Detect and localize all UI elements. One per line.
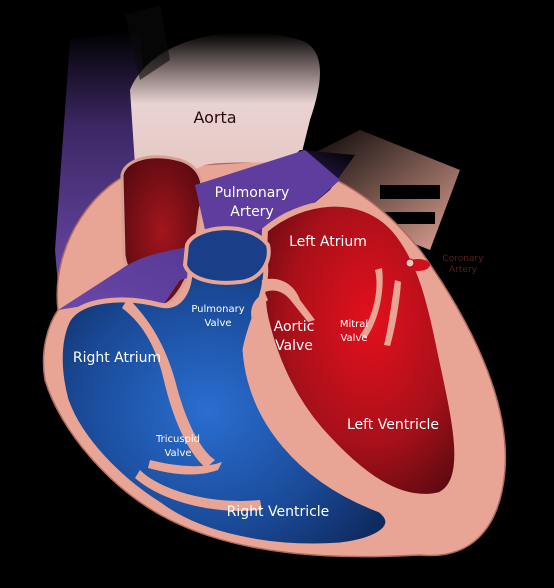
label-left-ventricle: Left Ventricle — [347, 417, 439, 433]
label-aorta: Aorta — [193, 108, 236, 127]
label-pulmonary-artery-line2: Artery — [230, 204, 273, 220]
mitral-valve — [360, 268, 383, 338]
label-coronary-artery-line1: Coronary — [442, 254, 484, 264]
label-right-ventricle: Right Ventricle — [227, 504, 330, 520]
pulmonary-trunk — [195, 150, 340, 235]
coronary-artery-marker — [405, 258, 430, 271]
right-ventricle-lower-wall — [135, 470, 262, 511]
right-divider-wall — [122, 298, 215, 468]
vein-gap-2 — [385, 212, 435, 224]
label-mitral-valve-line2: Valve — [340, 333, 367, 344]
label-pulmonary-valve-line2: Valve — [204, 318, 231, 329]
aorta-left-branch — [125, 5, 170, 80]
label-mitral-valve-line1: Mitral — [340, 319, 368, 330]
label-left-atrium: Left Atrium — [289, 234, 367, 250]
label-pulmonary-valve-line1: Pulmonary — [191, 304, 244, 315]
left-heart-chamber — [258, 200, 461, 500]
label-aortic-valve-line1: Aortic — [274, 319, 315, 335]
label-tricuspid-valve-line2: Valve — [164, 448, 191, 459]
label-coronary-artery-line2: Artery — [449, 265, 478, 275]
aorta — [130, 32, 320, 175]
tricuspid-valve — [148, 460, 222, 475]
label-tricuspid-valve-line1: Tricuspid — [155, 434, 200, 445]
mitral-valve-leaflet-2 — [384, 280, 401, 346]
pulmonary-valve-chamber — [182, 226, 271, 285]
label-right-atrium: Right Atrium — [73, 350, 161, 366]
aortic-valve-leaflet-2 — [251, 293, 268, 328]
aortic-valve — [260, 278, 315, 322]
label-pulmonary-artery-line1: Pulmonary — [215, 185, 290, 201]
label-aortic-valve-line2: Valve — [275, 338, 313, 354]
vein-gap-1 — [380, 185, 440, 199]
